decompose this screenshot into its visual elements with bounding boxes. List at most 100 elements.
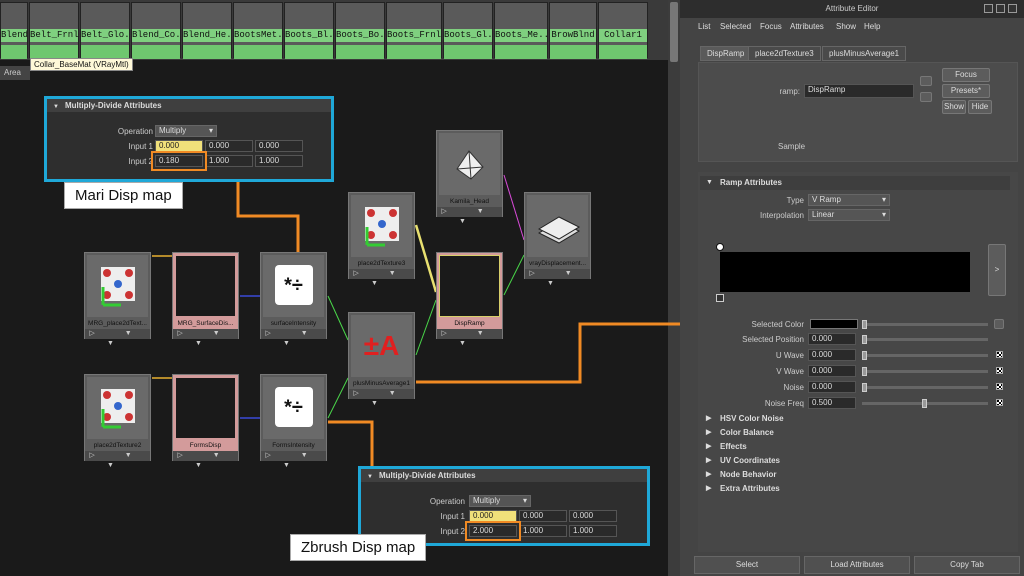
load-attributes-button[interactable]: Load Attributes [804,556,910,574]
node-controls[interactable]: ▷ ▼ ▼ [261,451,326,469]
section-hsv-color-noise[interactable]: ▶HSV Color Noise [706,414,784,423]
selected-position-slider[interactable] [862,335,988,344]
attribute-scroll-area[interactable] [698,172,1018,552]
swatch-blend-co[interactable]: Blend_Co... [131,2,181,59]
node-forms-intensity[interactable]: *÷ FormsIntensity ▷ ▼ ▼ [260,374,327,469]
node-plus-minus-average[interactable]: ±A plusMinusAverage1 ▷ ▼ ▼ [348,312,415,407]
menu-list[interactable]: List [698,22,711,31]
maximize-icon[interactable] [996,4,1005,13]
swatch-boots-me[interactable]: Boots_Me... [494,2,548,59]
node-surface-intensity[interactable]: *÷ surfaceIntensity ▷ ▼ ▼ [260,252,327,347]
swatch-belt-frnl[interactable]: Belt_Frnl [29,2,79,59]
u-wave-slider[interactable] [862,351,988,360]
noise-field[interactable]: 0.000 [808,381,856,393]
section-color-balance[interactable]: ▶Color Balance [706,428,774,437]
input2-x-field[interactable]: 2.000 [469,525,517,537]
node-place2d-2[interactable]: place2dTexture2 ▷ ▼ ▼ [84,374,151,469]
input1-z-field[interactable]: 0.000 [569,510,617,522]
focus-button[interactable]: Focus [942,68,990,82]
node-kamila-head[interactable]: Kamila_Head ▷ ▼ ▼ [436,130,503,225]
input1-y-field[interactable]: 0.000 [519,510,567,522]
node-controls[interactable]: ▷ ▼ ▼ [349,389,414,407]
select-button[interactable]: Select [694,556,800,574]
close-icon[interactable] [1008,4,1017,13]
ramp-delete-handle[interactable] [716,294,724,302]
presets-button[interactable]: Presets* [942,84,990,98]
checker-icon[interactable] [996,399,1003,406]
u-wave-field[interactable]: 0.000 [808,349,856,361]
tab-dispramp[interactable]: DispRamp [700,46,752,61]
node-controls[interactable]: ▷ ▼ ▼ [437,207,502,225]
node-disp-ramp[interactable]: DispRamp ▷ ▼ ▼ [436,252,503,347]
swatch-bootsmet[interactable]: BootsMet... [233,2,283,59]
noise-freq-field[interactable]: 0.500 [808,397,856,409]
operation-dropdown[interactable]: Multiply▾ [155,125,217,137]
swatch-boots-frnl[interactable]: Boots_Frnl [386,2,442,59]
tab-place2dtexture3[interactable]: place2dTexture3 [748,46,821,61]
v-wave-field[interactable]: 0.000 [808,365,856,377]
node-controls[interactable]: ▷ ▼ ▼ [261,329,326,347]
output-connection-icon[interactable] [920,92,932,102]
section-uv-coordinates[interactable]: ▶UV Coordinates [706,456,781,465]
swatch-blend-he[interactable]: Blend_He... [182,2,232,59]
menu-selected[interactable]: Selected [720,22,752,31]
selected-color-swatch[interactable] [810,319,858,329]
show-button[interactable]: Show [942,100,966,114]
swatch-boots-bo[interactable]: Boots_Bo... [335,2,385,59]
hide-button[interactable]: Hide [968,100,992,114]
node-forms-disp[interactable]: FormsDisp ▷ ▼ ▼ [172,374,239,469]
selected-color-slider[interactable] [862,320,988,329]
noise-slider[interactable] [862,383,988,392]
node-controls[interactable]: ▷ ▼ ▼ [349,269,414,287]
node-controls[interactable]: ▷ ▼ ▼ [173,329,238,347]
node-graph-panel[interactable]: Blend Belt_Frnl Belt_Glo... Blend_Co... … [0,0,680,576]
section-ramp-attributes[interactable]: ▼Ramp Attributes [700,176,1010,190]
noise-freq-slider[interactable] [862,399,988,408]
ramp-color-handle[interactable] [716,243,724,251]
section-effects[interactable]: ▶Effects [706,442,747,451]
node-controls[interactable]: ▷ ▼ ▼ [525,269,590,287]
ramp-preview[interactable] [720,252,970,292]
checker-icon[interactable] [996,351,1003,358]
swatch-boots-gl[interactable]: Boots_Gl... [443,2,493,59]
tab-plusminusaverage1[interactable]: plusMinusAverage1 [822,46,907,61]
interpolation-dropdown[interactable]: Linear▾ [808,209,890,221]
swatch-collar1[interactable]: Collar1 [598,2,648,59]
input1-x-field[interactable]: 0.000 [469,510,517,522]
input-connection-icon[interactable] [920,76,932,86]
copy-tab-button[interactable]: Copy Tab [914,556,1020,574]
menu-focus[interactable]: Focus [760,22,782,31]
v-wave-slider[interactable] [862,367,988,376]
node-place2d-3[interactable]: place2dTexture3 ▷ ▼ ▼ [348,192,415,287]
swatch-belt-glo[interactable]: Belt_Glo... [80,2,130,59]
map-button-icon[interactable] [994,319,1004,329]
menu-attributes[interactable]: Attributes [790,22,824,31]
node-controls[interactable]: ▷ ▼ ▼ [85,451,150,469]
node-controls[interactable]: ▷ ▼ ▼ [437,329,502,347]
ramp-expand-button[interactable]: > [988,244,1006,296]
section-extra-attributes[interactable]: ▶Extra Attributes [706,484,780,493]
ramp-name-field[interactable]: DispRamp [804,84,914,98]
menu-show[interactable]: Show [836,22,857,31]
node-mrg-surface[interactable]: MRG_SurfaceDis... ▷ ▼ ▼ [172,252,239,347]
vertical-scrollbar[interactable] [668,0,680,576]
selected-position-field[interactable]: 0.000 [808,333,856,345]
node-mrg-place2d[interactable]: MRG_place2dText... ▷ ▼ ▼ [84,252,151,347]
checker-icon[interactable] [996,367,1003,374]
node-controls[interactable]: ▷ ▼ ▼ [173,451,238,469]
node-vray-displacement[interactable]: vrayDisplacement... ▷ ▼ ▼ [524,192,591,287]
operation-dropdown[interactable]: Multiply▾ [469,495,531,507]
menu-help[interactable]: Help [864,22,881,31]
swatch-browblnd[interactable]: BrowBlnd [549,2,597,59]
swatch-boots-bl[interactable]: Boots_Bl... [284,2,334,59]
type-dropdown[interactable]: V Ramp▾ [808,194,890,206]
node-controls[interactable]: ▷ ▼ ▼ [85,329,150,347]
minimize-icon[interactable] [984,4,993,13]
input1-z-field[interactable]: 0.000 [255,140,303,152]
input2-z-field[interactable]: 1.000 [255,155,303,167]
input2-z-field[interactable]: 1.000 [569,525,617,537]
area-tab[interactable]: Area [0,66,30,80]
checker-icon[interactable] [996,383,1003,390]
input2-x-field[interactable]: 0.180 [155,155,203,167]
input1-y-field[interactable]: 0.000 [205,140,253,152]
